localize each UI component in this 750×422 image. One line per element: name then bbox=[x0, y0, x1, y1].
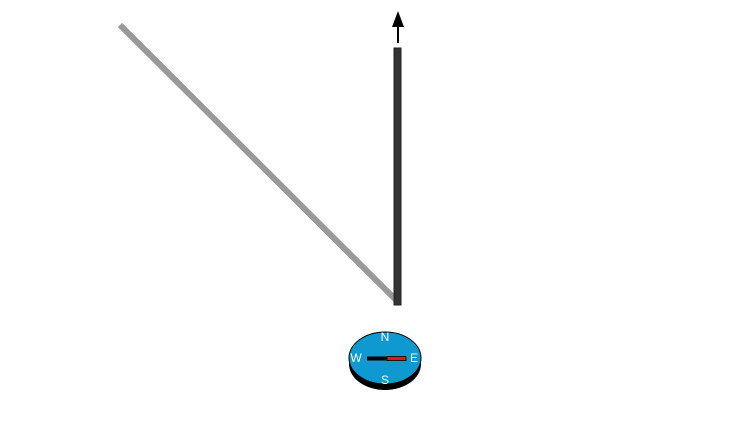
compass-west-label: W bbox=[350, 351, 362, 365]
current-arrow-icon bbox=[392, 11, 404, 43]
needle-north bbox=[386, 356, 407, 361]
compass-east-label: E bbox=[410, 351, 418, 365]
wire[interactable] bbox=[393, 47, 402, 306]
needle-south bbox=[367, 356, 387, 361]
compass-south-label: S bbox=[381, 373, 389, 387]
compass[interactable]: N S W E bbox=[348, 330, 422, 390]
compass-north-label: N bbox=[381, 330, 390, 344]
field-line bbox=[117, 22, 399, 303]
